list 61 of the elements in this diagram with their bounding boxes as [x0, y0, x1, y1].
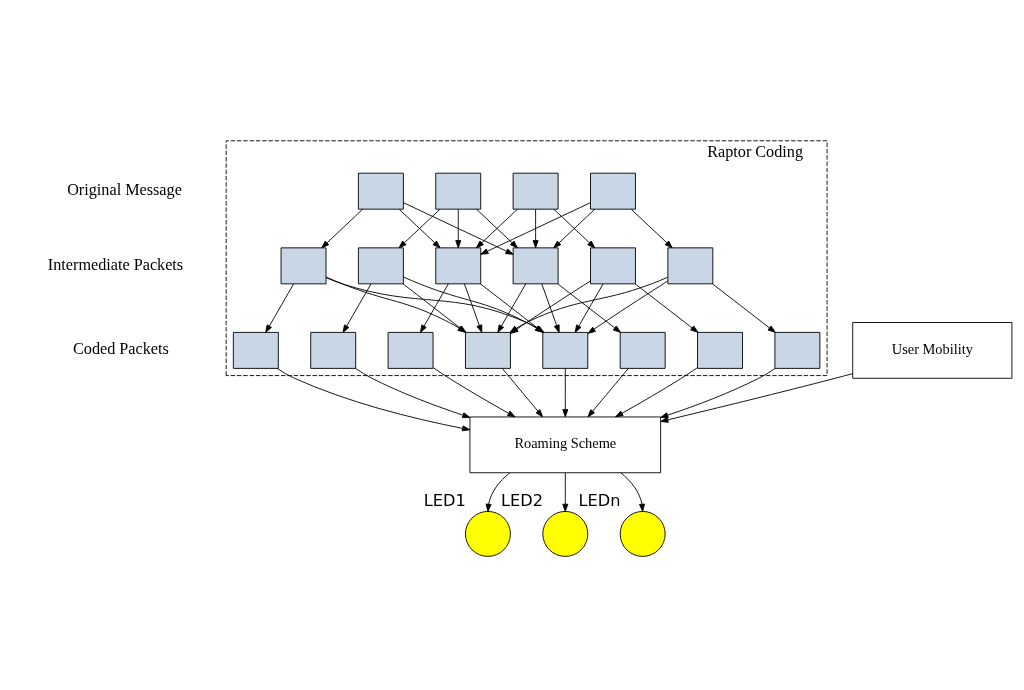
- node-circle: [542, 510, 589, 557]
- arrow: [562, 472, 569, 512]
- arrow: [420, 283, 449, 333]
- node-box: [697, 331, 743, 369]
- node-box: [667, 247, 714, 285]
- node-box: [619, 331, 666, 369]
- arrow: [574, 283, 604, 333]
- node-box: [512, 172, 559, 210]
- arrow: [553, 208, 596, 249]
- arrow: [712, 283, 776, 333]
- arrow: [620, 472, 645, 512]
- label: Coded Packets: [73, 340, 169, 359]
- node-box: [590, 247, 636, 285]
- arrow: [476, 208, 518, 249]
- arrow: [485, 472, 511, 512]
- node-box: [774, 331, 821, 369]
- arrow: [541, 283, 560, 333]
- cluster: Raptor Coding: [225, 140, 828, 377]
- node-box: [542, 331, 589, 369]
- node-box: [512, 247, 559, 285]
- node-box: [590, 172, 636, 210]
- node-box: [387, 331, 434, 369]
- node-box: [465, 331, 511, 369]
- arrow: [402, 202, 514, 255]
- node-box: Roaming Scheme: [469, 416, 662, 474]
- node-label: LED2: [501, 491, 544, 511]
- arrow: [557, 283, 621, 333]
- node-box: [435, 172, 482, 210]
- node-label: LEDn: [578, 491, 621, 511]
- arrow: [398, 208, 441, 249]
- node-box: [232, 331, 279, 369]
- arrow: [342, 283, 372, 333]
- node-label: LED1: [423, 491, 466, 511]
- node-circle: [465, 510, 511, 557]
- arrow: [432, 367, 516, 418]
- node-box: User Mobility: [852, 322, 1013, 379]
- arrow: [463, 283, 483, 333]
- node-box: [357, 247, 404, 285]
- arrow: [630, 208, 673, 249]
- label: Original Message: [67, 181, 182, 200]
- arrow: [321, 208, 363, 249]
- arrow: [355, 367, 471, 419]
- arrow: [480, 202, 591, 255]
- arrow: [587, 280, 669, 334]
- arrow: [277, 368, 471, 432]
- arrow: [562, 368, 569, 418]
- arrow: [532, 208, 539, 249]
- node-box: [435, 247, 482, 285]
- node-circle: [619, 510, 666, 557]
- node-box: [357, 172, 404, 210]
- label: Intermediate Packets: [47, 255, 184, 274]
- node-box: [280, 247, 327, 285]
- arrow: [615, 367, 698, 418]
- arrow: [660, 367, 776, 419]
- arrow: [634, 283, 699, 333]
- arrow: [502, 368, 544, 418]
- arrow: [455, 208, 462, 249]
- arrow: [587, 368, 629, 418]
- arrow: [660, 373, 854, 423]
- node-box: [310, 331, 357, 369]
- arrow: [265, 283, 295, 333]
